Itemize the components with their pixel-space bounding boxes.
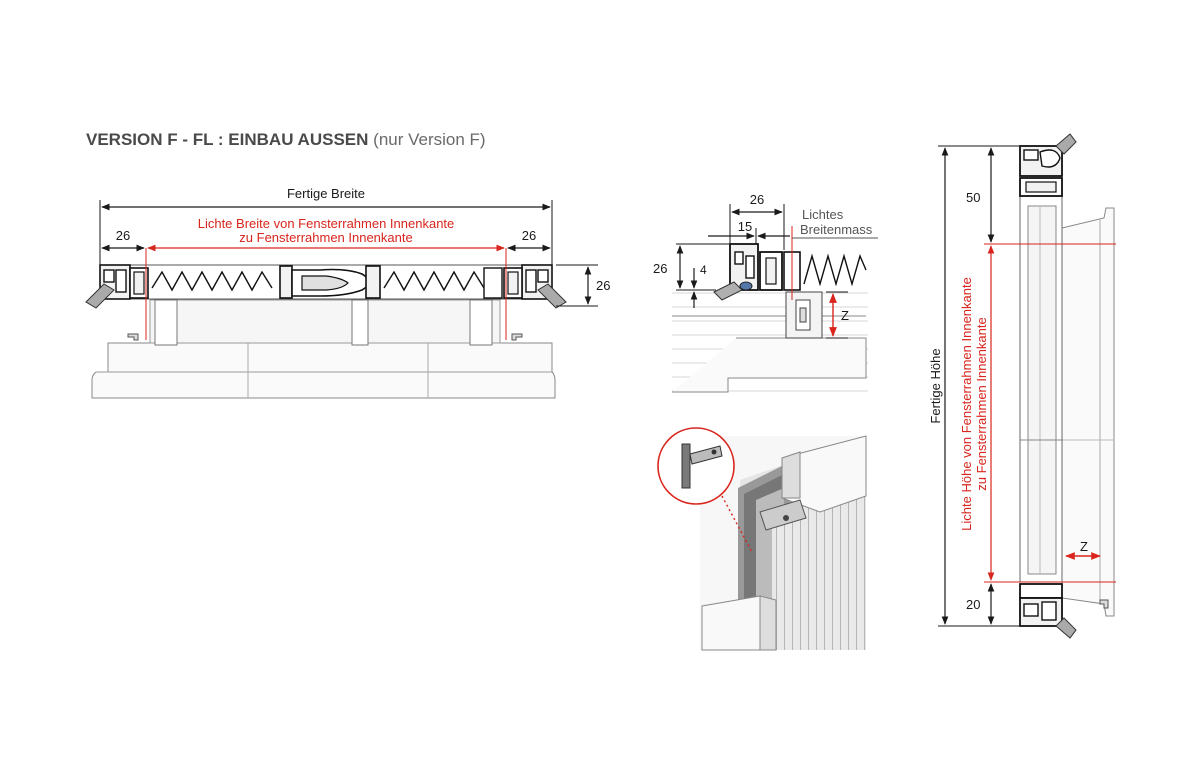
clear-height-label-1: Lichte Höhe von Fensterrahmen Innenkante — [959, 277, 974, 531]
title-note: (nur Version F) — [373, 130, 486, 149]
page-title: VERSION F - FL : EINBAU AUSSEN (nur Vers… — [86, 130, 486, 150]
top-profile — [1019, 133, 1077, 197]
overall-height-label: Fertige Höhe — [928, 348, 943, 423]
glass-strip — [149, 299, 501, 344]
right-profile — [483, 264, 567, 309]
middle-handle — [279, 265, 381, 299]
lichtes-label-2: Breitenmass — [800, 222, 873, 237]
left-offset-label: 26 — [116, 228, 130, 243]
perspective-section — [657, 427, 867, 651]
overall-width-label: Fertige Breite — [287, 186, 365, 201]
detail-fabric — [803, 253, 867, 287]
pleated-screen — [772, 480, 866, 650]
bottom-profile — [1019, 583, 1109, 639]
depth-label: 26 — [596, 278, 610, 293]
detail-inner-width-label: 15 — [738, 219, 752, 234]
title-main: VERSION F - FL : EINBAU AUSSEN — [86, 130, 369, 149]
height-z-label: Z — [1080, 539, 1088, 554]
detail-height-label: 26 — [653, 261, 667, 276]
clear-width-label-2: zu Fensterrahmen Innenkante — [239, 230, 412, 245]
left-profile — [85, 264, 149, 309]
top-dim-label: 50 — [966, 190, 980, 205]
pleated-fabric — [151, 270, 273, 292]
bottom-dim-label: 20 — [966, 597, 980, 612]
clear-width-label-1: Lichte Breite von Fensterrahmen Innenkan… — [198, 216, 455, 231]
right-offset-label: 26 — [522, 228, 536, 243]
wall-side — [1061, 207, 1115, 617]
detail-z-label: Z — [841, 308, 849, 323]
height-section: Fertige Höhe 50 Lichte Höhe von Fensterr… — [928, 133, 1116, 639]
detail-top-width-label: 26 — [750, 192, 764, 207]
lichtes-label-1: Lichtes — [802, 207, 844, 222]
detail-section: 26 15 26 4 Lichtes Breitenmass Z — [653, 192, 878, 400]
detail-callout-circle — [657, 427, 735, 505]
width-section: Fertige Breite Lichte Breite von Fenster… — [85, 186, 610, 399]
clear-height-label-2: zu Fensterrahmen Innenkante — [974, 317, 989, 490]
callout-leader — [721, 495, 753, 553]
wall-body — [91, 342, 556, 399]
detail-small-height-label: 4 — [700, 263, 707, 277]
